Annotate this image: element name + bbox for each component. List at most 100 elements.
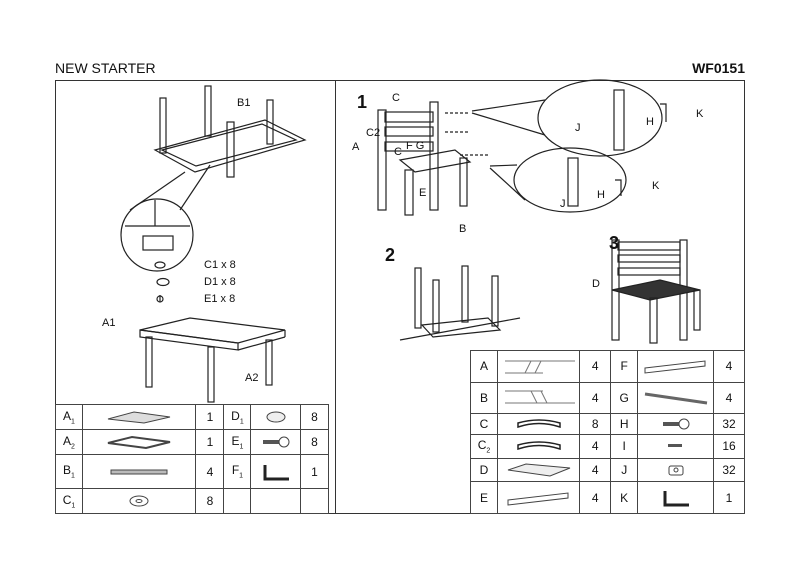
part-quantity: 1 [195, 403, 225, 431]
washer-cap-icon [250, 403, 301, 431]
part-code: I [610, 433, 639, 459]
part-code: F1 [223, 454, 252, 489]
part-quantity: 8 [300, 403, 329, 431]
label-e1: E1 x 8 [204, 293, 236, 305]
part-code: B [470, 381, 498, 415]
label-a: A [352, 141, 360, 153]
model-number: WF0151 [692, 60, 745, 76]
step-1-number: 1 [357, 92, 368, 112]
part-quantity: 32 [713, 413, 745, 435]
part-code: A2 [55, 429, 83, 456]
washer-icon [81, 487, 197, 515]
parts-row: C1 8 [55, 487, 329, 515]
part-quantity: 32 [713, 457, 745, 483]
part-code: E [470, 481, 498, 514]
part-quantity: 4 [195, 454, 225, 489]
table-upside-down-drawing [129, 85, 307, 211]
assembled-table-drawing [139, 317, 286, 403]
part-quantity: 4 [579, 457, 612, 483]
label-a2: A2 [245, 372, 259, 384]
label-k-top: K [696, 108, 704, 120]
label-a1: A1 [102, 317, 116, 329]
label-c1: C1 x 8 [204, 259, 236, 271]
label-b1: B1 [237, 97, 251, 109]
part-code: E1 [223, 429, 252, 456]
seat-icon [496, 457, 581, 483]
label-d1: D1 x 8 [204, 276, 236, 288]
part-code: C1 [55, 487, 83, 515]
part-code: D [470, 457, 498, 483]
part-quantity: 4 [579, 381, 612, 415]
bolt-icon [637, 413, 714, 435]
part-quantity: 4 [579, 481, 612, 514]
label-c-lower: C [394, 146, 402, 158]
step-2-number: 2 [385, 245, 396, 265]
allen-key-icon [637, 481, 714, 514]
label-h-bottom: H [597, 189, 605, 201]
part-code: C [470, 413, 498, 435]
part-code: J [610, 457, 639, 483]
label-c: C [392, 92, 400, 104]
part-quantity: 8 [579, 413, 612, 435]
label-fg: F G [406, 140, 425, 152]
label-c2: C2 [366, 127, 381, 139]
label-b: B [459, 223, 467, 235]
frame-icon [81, 429, 197, 456]
front-frame-icon [496, 381, 581, 415]
part-quantity: 4 [579, 350, 612, 383]
label-h-top: H [646, 116, 654, 128]
backrest-slat-icon [496, 433, 581, 459]
leg-icon [81, 454, 197, 489]
allen-key-icon [250, 454, 301, 489]
product-title: NEW STARTER [55, 60, 156, 76]
panel-divider [335, 80, 336, 514]
label-j-bottom: J [560, 198, 566, 210]
part-code: C2 [470, 433, 498, 459]
chair-step2-drawing [399, 265, 521, 341]
step-3-number: 3 [609, 233, 620, 253]
barrel-nut-icon [637, 457, 714, 483]
chair-step1-drawing [377, 79, 667, 216]
rail-icon [637, 350, 714, 383]
label-k-bottom: K [652, 180, 660, 192]
dowel-icon [637, 381, 714, 415]
empty-icon [250, 487, 301, 515]
part-quantity: 4 [579, 433, 612, 459]
tabletop-icon [81, 403, 197, 431]
part-code: A [470, 350, 498, 383]
part-quantity: 4 [713, 381, 745, 415]
part-code: B1 [55, 454, 83, 489]
bolt-icon [250, 429, 301, 456]
part-quantity: 1 [195, 429, 225, 456]
instruction-frame [55, 80, 745, 514]
screw-icon [637, 433, 714, 459]
part-code: K [610, 481, 639, 514]
label-d: D [592, 278, 600, 290]
label-j-top: J [575, 122, 581, 134]
part-quantity [300, 487, 329, 515]
part-code [223, 487, 252, 515]
part-quantity: 8 [195, 487, 225, 515]
part-quantity: 4 [713, 350, 745, 383]
part-code: A1 [55, 403, 83, 431]
part-code: D1 [223, 403, 252, 431]
backrest-slat-icon [496, 413, 581, 435]
part-code: G [610, 381, 639, 415]
part-code: F [610, 350, 639, 383]
back-frame-icon [496, 350, 581, 383]
part-quantity: 1 [713, 481, 745, 514]
part-quantity: 1 [300, 454, 329, 489]
